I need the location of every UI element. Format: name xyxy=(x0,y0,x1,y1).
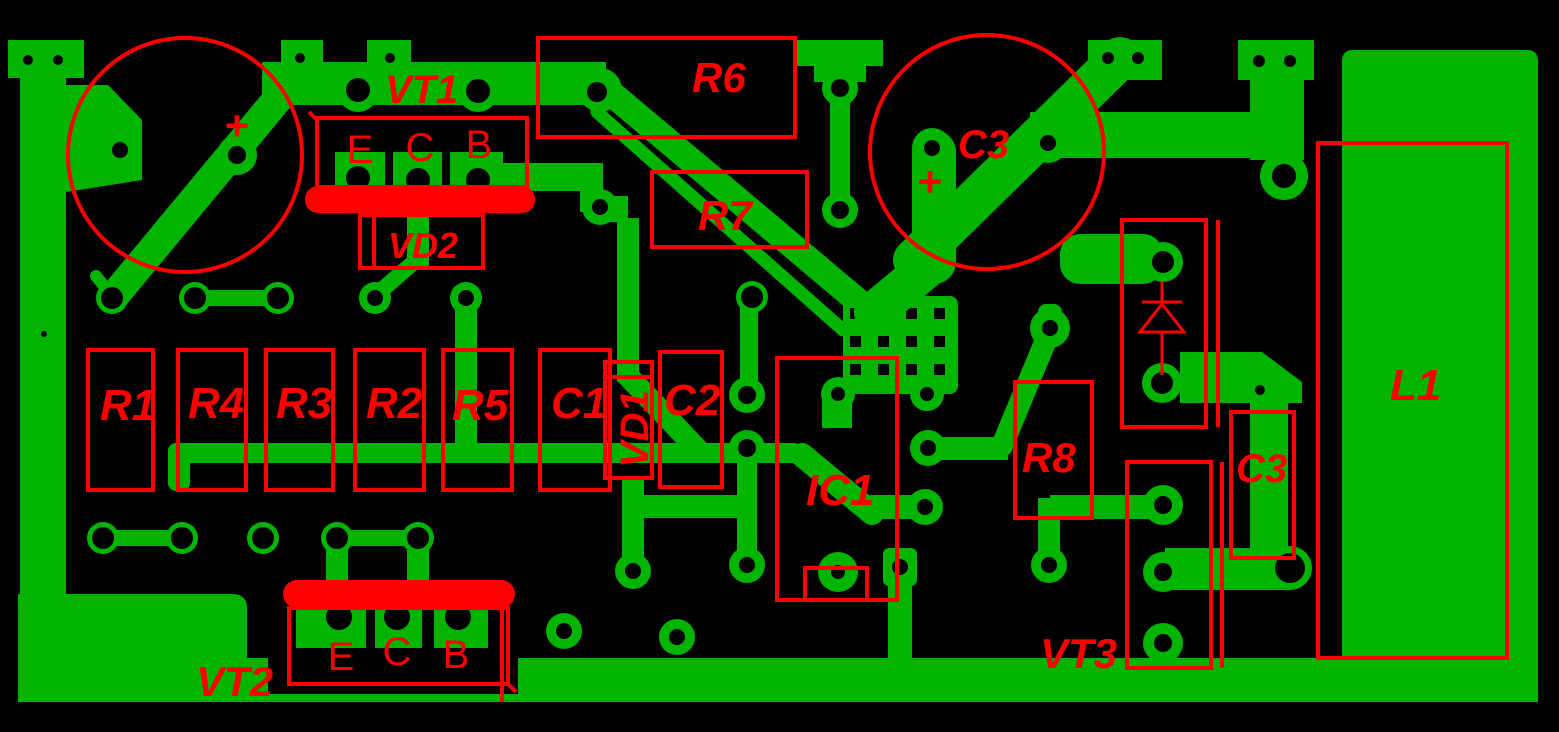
component-label: R7 xyxy=(698,192,753,239)
polarity-plus-icon: + xyxy=(225,102,250,149)
component-label: R8 xyxy=(1022,434,1076,481)
coil-copper-pour xyxy=(1342,50,1538,702)
component-vd1[interactable]: VD1 xyxy=(603,360,657,480)
component-vt3[interactable]: VT3 xyxy=(1040,460,1224,677)
mount-tab xyxy=(1088,40,1162,80)
pin-label-b: B xyxy=(443,633,470,677)
component-r3[interactable]: R3 xyxy=(264,348,335,492)
component-label: L1 xyxy=(1390,361,1441,410)
component-r2[interactable]: R2 xyxy=(353,348,426,492)
component-r6[interactable]: R6 xyxy=(536,36,797,139)
component-label: VT1 xyxy=(385,68,458,112)
component-label: R5 xyxy=(452,381,509,430)
pin-label-c: C xyxy=(383,630,412,674)
component-label: IC1 xyxy=(806,466,874,515)
component-label: R3 xyxy=(276,379,332,428)
component-label: VD1 xyxy=(613,390,657,468)
component-l1[interactable]: L1 xyxy=(1316,141,1509,660)
component-label: C3 xyxy=(958,123,1009,167)
component-label: R4 xyxy=(188,379,244,428)
component-c1[interactable]: C1 xyxy=(538,348,612,492)
component-label: VT3 xyxy=(1040,630,1117,677)
copper-layer xyxy=(8,37,1538,702)
component-vt2[interactable]: E C B VT2 xyxy=(196,580,518,705)
component-label: R1 xyxy=(100,381,156,430)
component-label: C1 xyxy=(551,379,607,428)
component-label: C2 xyxy=(664,376,721,425)
component-vd2[interactable]: VD2 xyxy=(358,213,485,270)
component-c3-electrolytic[interactable]: C3 + xyxy=(868,33,1106,271)
bus-trace xyxy=(168,443,802,463)
component-label: R2 xyxy=(366,379,423,428)
component-r5[interactable]: R5 xyxy=(441,348,514,492)
component-diode[interactable] xyxy=(1120,218,1220,429)
pin-label-c: C xyxy=(406,126,435,170)
diode-symbol-icon xyxy=(1136,282,1188,375)
component-label: VD2 xyxy=(388,225,458,266)
polarity-plus-icon: + xyxy=(918,158,943,205)
mount-tab xyxy=(1238,40,1314,80)
component-c3-small[interactable]: C3 xyxy=(1229,410,1296,560)
component-r4[interactable]: R4 xyxy=(176,348,248,492)
transistor-body-bar xyxy=(283,580,515,608)
component-r1[interactable]: R1 xyxy=(86,348,156,492)
pin-label-e: E xyxy=(347,128,374,172)
component-label: R6 xyxy=(692,54,746,101)
transistor-body-bar xyxy=(305,186,535,213)
component-vt1[interactable]: VT1 E C B xyxy=(305,68,535,213)
pin-label-e: E xyxy=(328,635,355,679)
solder-pads xyxy=(87,70,1312,663)
silkscreen-layer: + VT1 E C B VD2 R6 R7 xyxy=(66,33,1509,705)
component-r8[interactable]: R8 xyxy=(1013,380,1094,520)
component-c2[interactable]: C2 xyxy=(658,350,724,489)
component-ic1[interactable]: IC1 xyxy=(775,356,899,602)
ground-plane xyxy=(18,594,1538,702)
pin-label-b: B xyxy=(466,123,493,167)
component-r7[interactable]: R7 xyxy=(650,170,809,249)
component-label: VT2 xyxy=(196,658,273,705)
component-label: C3 xyxy=(1236,447,1287,491)
component-capacitor-topleft[interactable]: + xyxy=(66,36,304,274)
